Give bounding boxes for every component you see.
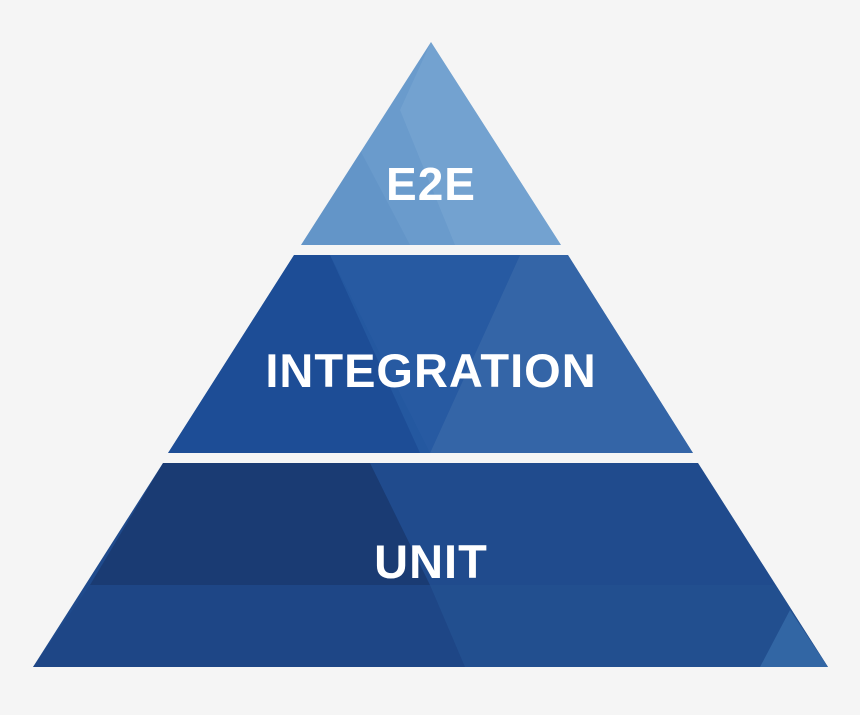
tier-e2e-label: E2E bbox=[386, 158, 476, 210]
tier-integration-facets bbox=[168, 255, 693, 453]
tier-unit-label: UNIT bbox=[374, 535, 488, 588]
tier-e2e: E2E bbox=[301, 42, 561, 245]
tier-integration-label: INTEGRATION bbox=[265, 344, 596, 397]
tier-unit-facets bbox=[33, 463, 828, 667]
tier-integration: INTEGRATION bbox=[168, 255, 693, 453]
tier-e2e-facets bbox=[301, 42, 561, 245]
tier-unit: UNIT bbox=[33, 463, 828, 667]
